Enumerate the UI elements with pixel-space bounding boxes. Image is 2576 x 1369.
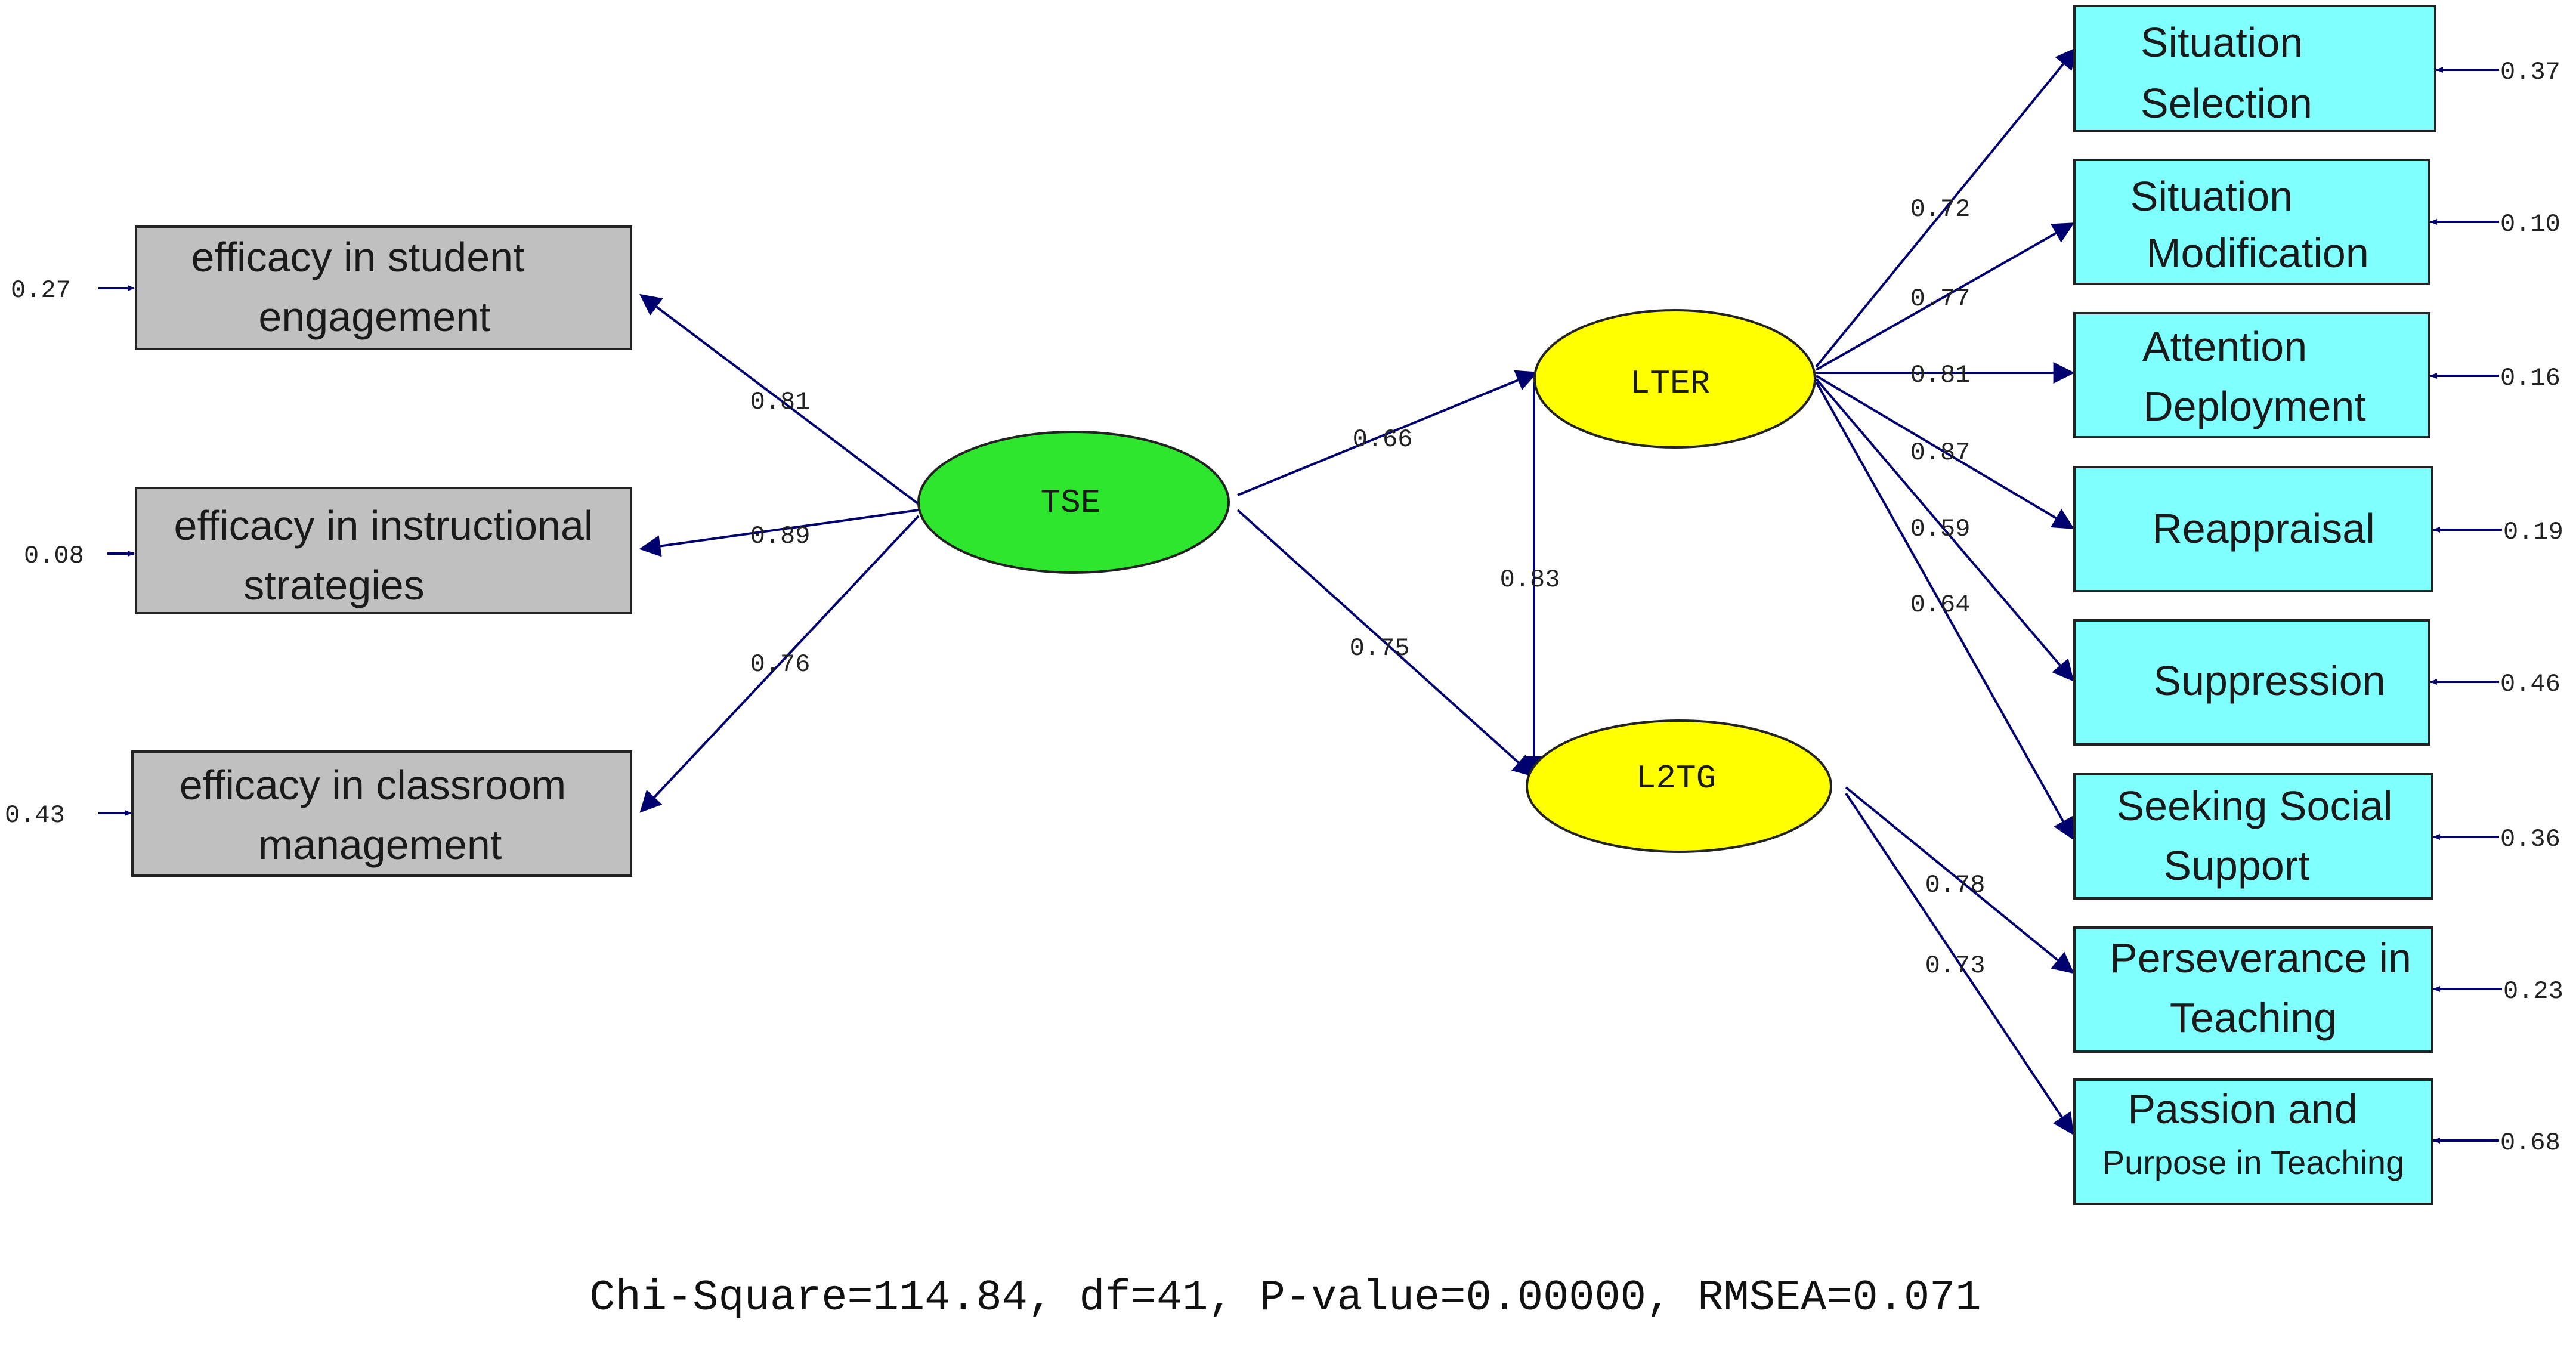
box-efficacy-instructional: [135, 487, 632, 614]
efficacy-indicators: efficacy in student engagement efficacy …: [131, 225, 632, 877]
coef-lter-attention: 0.81: [1910, 361, 1971, 390]
box-efficacy-management: [131, 750, 632, 877]
error-instructional: 0.08: [24, 542, 84, 570]
fit-statistics: Chi-Square=114.84, df=41, P-value=0.0000…: [589, 1274, 1981, 1322]
latent-variables: TSE LTER L2TG: [917, 309, 1832, 853]
path-l2tg-passion: [1845, 792, 2074, 1135]
box-seeking-social-support: [2073, 773, 2433, 900]
coef-lter-reappraisal: 0.87: [1910, 438, 1971, 467]
box-suppression: [2073, 619, 2430, 746]
label-suppression: Suppression: [2153, 657, 2385, 704]
error-suppression: 0.46: [2500, 670, 2560, 699]
path-tse-instructional: [639, 509, 919, 557]
coef-lter-selection: 0.72: [1910, 195, 1971, 224]
error-social: 0.36: [2500, 825, 2560, 854]
latent-l2tg: [1526, 719, 1832, 853]
error-perseverance: 0.23: [2503, 977, 2563, 1006]
label-seeking-social-support-2: Support: [2163, 842, 2309, 889]
coef-lter-modification: 0.77: [1910, 285, 1971, 313]
box-passion: [2073, 1078, 2433, 1205]
path-lter-social: [1815, 381, 2074, 840]
error-arrows: [98, 67, 2502, 1144]
label-efficacy-management-2: management: [258, 821, 502, 868]
path-l2tg-perseverance: [1845, 786, 2074, 974]
error-attention: 0.16: [2500, 364, 2560, 393]
label-perseverance-1: Perseverance in: [2110, 935, 2411, 981]
coef-lter-l2tg: 0.83: [1500, 565, 1560, 594]
coef-lter-suppression: 0.59: [1910, 515, 1971, 543]
label-passion-2: Purpose in Teaching: [2102, 1144, 2404, 1181]
label-reappraisal: Reappraisal: [2152, 505, 2375, 552]
label-situation-modification-1: Situation: [2130, 173, 2293, 220]
label-situation-selection-1: Situation: [2141, 19, 2303, 66]
outcome-indicators: Situation Selection Situation Modificati…: [2073, 5, 2436, 1205]
label-attention-deployment-1: Attention: [2142, 323, 2307, 370]
error-reappraisal: 0.19: [2503, 518, 2563, 546]
coef-l2tg-passion: 0.73: [1925, 951, 1986, 980]
path-tse-engagement: [639, 293, 920, 505]
path-coefficients: 0.81 0.89 0.76 0.66 0.75 0.83 0.72 0.77 …: [750, 195, 1986, 980]
latent-tse-label: TSE: [1041, 484, 1101, 522]
label-attention-deployment-2: Deployment: [2143, 383, 2366, 429]
coef-tse-management: 0.76: [750, 650, 811, 679]
coef-tse-engagement: 0.81: [750, 388, 811, 416]
error-engagement: 0.27: [11, 276, 71, 305]
path-tse-l2tg: [1236, 509, 1535, 777]
path-lter-selection: [1815, 47, 2077, 368]
label-efficacy-instructional-2: strategies: [243, 562, 424, 608]
path-tse-lter: [1237, 370, 1538, 496]
box-situation-selection: [2073, 5, 2436, 132]
coef-tse-lter: 0.66: [1353, 425, 1413, 454]
label-efficacy-instructional-1: efficacy in instructional: [174, 502, 593, 549]
label-efficacy-engagement-1: efficacy in student: [191, 234, 524, 280]
box-perseverance: [2073, 926, 2433, 1053]
error-management: 0.43: [5, 801, 65, 830]
coef-l2tg-perseverance: 0.78: [1925, 871, 1986, 900]
latent-tse: [917, 431, 1230, 574]
label-situation-selection-2: Selection: [2141, 80, 2312, 126]
path-lter-modification: [1816, 222, 2075, 371]
label-efficacy-engagement-2: engagement: [258, 293, 490, 340]
box-efficacy-engagement: [135, 225, 632, 350]
error-modification: 0.10: [2500, 210, 2560, 239]
paths: [639, 47, 2077, 1135]
box-reappraisal: [2073, 466, 2433, 592]
latent-l2tg-label: L2TG: [1636, 759, 1716, 798]
label-seeking-social-support-1: Seeking Social: [2116, 783, 2392, 829]
box-attention-deployment: [2073, 312, 2430, 438]
path-lter-reappraisal: [1815, 375, 2075, 529]
error-passion: 0.68: [2500, 1129, 2560, 1157]
error-selection: 0.37: [2500, 58, 2560, 86]
coef-lter-social: 0.64: [1910, 591, 1971, 619]
label-passion-1: Passion and: [2127, 1086, 2357, 1132]
label-perseverance-2: Teaching: [2170, 994, 2337, 1041]
latent-lter: [1533, 309, 1816, 449]
path-tse-management: [639, 515, 920, 813]
path-lter-suppression: [1815, 378, 2074, 682]
coef-tse-instructional: 0.89: [750, 522, 811, 551]
coef-tse-l2tg: 0.75: [1350, 634, 1410, 663]
label-efficacy-management-1: efficacy in classroom: [180, 762, 566, 808]
error-variances: 0.27 0.08 0.43 0.37 0.10 0.16 0.19 0.46 …: [5, 58, 2563, 1157]
latent-lter-label: LTER: [1630, 364, 1710, 403]
box-situation-modification: [2073, 159, 2430, 285]
label-situation-modification-2: Modification: [2146, 230, 2369, 276]
